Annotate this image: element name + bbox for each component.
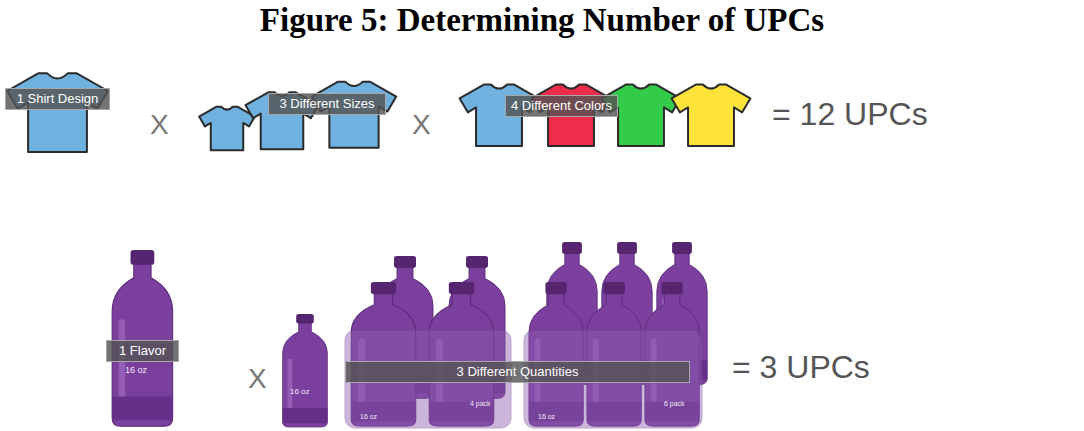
label-text: 4 Different Colors [511, 98, 612, 114]
label-text: 1 Flavor [119, 343, 166, 359]
bottle-size-text: 16 oz [290, 388, 310, 397]
bottle-size-text: 16 oz [538, 413, 555, 421]
multiply-sign: X [150, 110, 169, 141]
result-text: = 12 UPCs [772, 97, 928, 132]
shirt-small [199, 107, 255, 151]
shirt-yellow [672, 84, 751, 146]
pack-size-text: 4 pack [470, 400, 491, 408]
multiply-sign: X [412, 110, 431, 141]
bottle-single-small [283, 314, 328, 427]
label-text: 3 Different Quantities [457, 364, 579, 380]
label-box: 4 Different Colors [505, 95, 618, 117]
shirt-design [7, 73, 108, 152]
bottle-size-text: 16 oz [360, 413, 377, 421]
bottle-size-text: 16 oz [125, 366, 147, 376]
label-text: 3 Different Sizes [279, 96, 374, 112]
label-box: 3 Different Quantities [345, 361, 690, 383]
label-text: 1 Shirt Design [17, 91, 99, 107]
label-box: 3 Different Sizes [268, 93, 386, 115]
bottle-single [112, 250, 172, 426]
pack-size-text: 6 pack [664, 400, 685, 408]
label-box: 1 Shirt Design [5, 88, 110, 110]
result-text: = 3 UPCs [732, 350, 870, 385]
label-box: 1 Flavor [106, 340, 179, 362]
multiply-sign: X [248, 364, 267, 395]
figure-title: Figure 5: Determining Number of UPCs [0, 2, 1084, 39]
